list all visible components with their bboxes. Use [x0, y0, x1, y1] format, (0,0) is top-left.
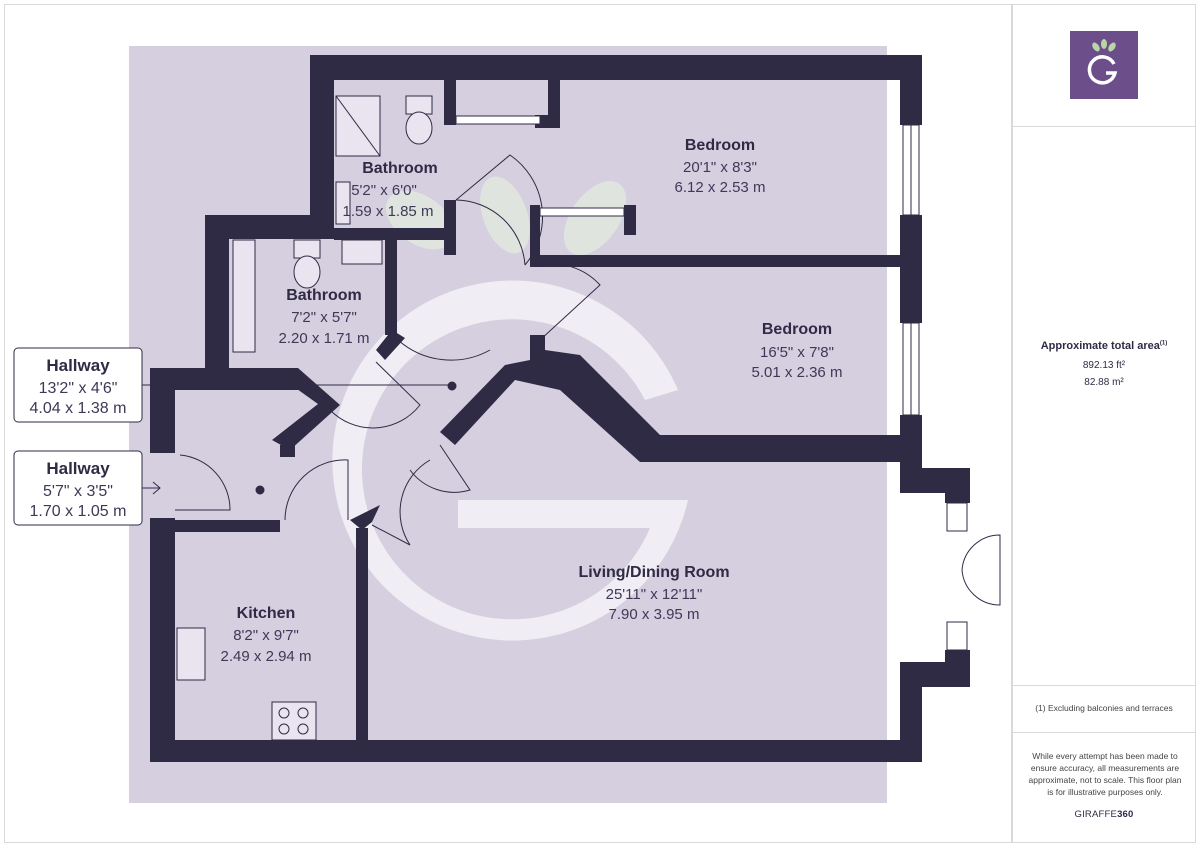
windows: [902, 124, 968, 651]
divider: [1013, 732, 1195, 733]
brand-logo: [1070, 31, 1138, 99]
room-dim-imperial: 5'2" x 6'0": [351, 182, 417, 199]
area-metric: 82.88 m²: [1084, 377, 1124, 388]
walls: [150, 55, 970, 762]
toilet-cistern: [405, 95, 433, 115]
basin-2: [341, 239, 383, 265]
room-label-bathroom-2: Bathroom 7'2" x 5'7" 2.20 x 1.71 m: [279, 287, 370, 347]
area-imperial: 892.13 ft²: [1082, 360, 1126, 371]
room-label-kitchen: Kitchen 8'2" x 9'7" 2.49 x 2.94 m: [221, 605, 312, 665]
hallway-markers: [142, 381, 457, 495]
room-dim-metric: 2.49 x 2.94 m: [221, 648, 312, 665]
room-dim-metric: 7.90 x 3.95 m: [609, 606, 700, 623]
room-name: Bathroom: [286, 287, 362, 304]
basin: [335, 181, 351, 225]
room-label-bedroom-2: Bedroom 16'5" x 7'8" 5.01 x 2.36 m: [752, 321, 843, 381]
callout-name: Hallway: [46, 356, 110, 375]
room-dim-imperial: 16'5" x 7'8": [760, 344, 834, 361]
brand-wordmark: GIRAFFE360: [1074, 809, 1134, 820]
room-dim-imperial: 25'11" x 12'11": [606, 586, 703, 603]
floor-plan: Bedroom 20'1" x 8'3" 6.12 x 2.53 m Bathr…: [13, 46, 1001, 803]
divider: [1013, 685, 1195, 686]
room-label-bedroom-1: Bedroom 20'1" x 8'3" 6.12 x 2.53 m: [675, 137, 766, 196]
room-dim-imperial: 20'1" x 8'3": [683, 159, 757, 176]
g-leaf-icon: [1087, 39, 1118, 85]
room-dim-imperial: 7'2" x 5'7": [291, 309, 357, 326]
room-dim-metric: 1.59 x 1.85 m: [343, 203, 434, 220]
callout-dim-imperial: 5'7" x 3'5": [43, 483, 113, 500]
toilet-bowl-2: [293, 255, 321, 289]
callout-dim-metric: 1.70 x 1.05 m: [30, 503, 127, 520]
toilet-bowl: [405, 111, 433, 145]
toilet-cistern-2: [293, 239, 321, 259]
disclaimer: While every attempt has been made to ens…: [1028, 751, 1182, 797]
callout-dim-metric: 4.04 x 1.38 m: [30, 400, 127, 417]
room-name: Living/Dining Room: [578, 564, 729, 581]
side-panel: Approximate total area(1) 892.13 ft² 82.…: [1012, 4, 1196, 843]
floor-background: [129, 46, 887, 803]
callout-dim-imperial: 13'2" x 4'6": [39, 380, 118, 397]
room-name: Bedroom: [762, 321, 832, 338]
room-label-bathroom-1: Bathroom 5'2" x 6'0" 1.59 x 1.85 m: [343, 160, 438, 220]
callout-name: Hallway: [46, 459, 110, 478]
bathtub: [232, 239, 256, 353]
room-name: Bathroom: [362, 160, 438, 177]
area-title: Approximate total area(1): [1040, 340, 1168, 352]
footnote: (1) Excluding balconies and terraces: [1035, 703, 1173, 713]
callout-hallway-1: Hallway 13'2" x 4'6" 4.04 x 1.38 m: [13, 347, 143, 423]
room-dim-imperial: 8'2" x 9'7": [233, 627, 299, 644]
hob: [271, 701, 317, 741]
callout-hallway-2: Hallway 5'7" x 3'5" 1.70 x 1.05 m: [13, 450, 143, 526]
room-dim-metric: 5.01 x 2.36 m: [752, 364, 843, 381]
room-label-living-dining: Living/Dining Room 25'11" x 12'11" 7.90 …: [578, 564, 729, 623]
divider: [1013, 126, 1195, 127]
room-dim-metric: 2.20 x 1.71 m: [279, 330, 370, 347]
floor-plan-frame: [4, 4, 1012, 843]
door-swings: [175, 154, 1001, 606]
fixtures: [176, 95, 625, 741]
room-dim-metric: 6.12 x 2.53 m: [675, 179, 766, 196]
room-name: Kitchen: [237, 605, 296, 622]
room-name: Bedroom: [685, 137, 755, 154]
sink: [176, 627, 206, 681]
